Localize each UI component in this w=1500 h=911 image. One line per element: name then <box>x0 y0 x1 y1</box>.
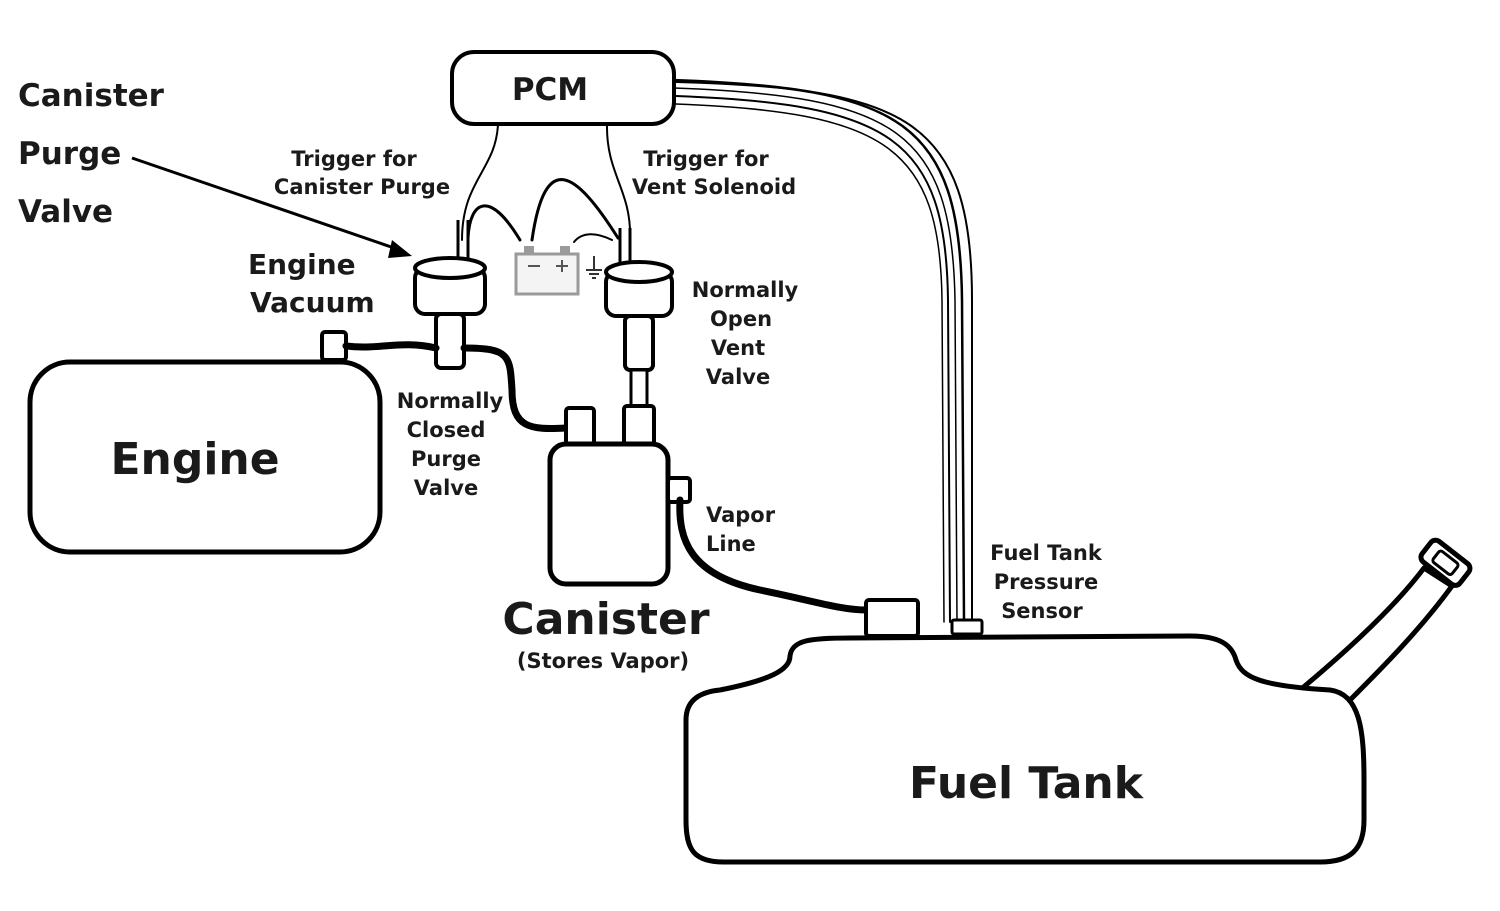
normally-open-line: Valve <box>706 365 770 389</box>
engine-label: Engine <box>110 434 279 485</box>
fuel-tank-label: Fuel Tank <box>909 758 1145 809</box>
normally-open-label: Normally Open Vent Valve <box>692 278 799 389</box>
trigger-vent-line: Vent Solenoid <box>632 175 796 199</box>
vent-control-wire <box>605 123 632 241</box>
vapor-line-label: Vapor Line <box>706 503 776 556</box>
filler-neck <box>1297 565 1455 703</box>
fuel-tank-sensor-label: Fuel Tank Pressure Sensor <box>990 541 1103 623</box>
normally-closed-line: Closed <box>407 418 486 442</box>
tank-pressure-sensor <box>950 618 984 636</box>
trigger-vent-label: Trigger for Vent Solenoid <box>632 147 796 199</box>
trigger-purge-line: Canister Purge <box>274 175 450 199</box>
purge-control-wire <box>461 123 499 241</box>
trigger-purge-line: Trigger for <box>291 147 417 171</box>
sensor-label-line: Fuel Tank <box>990 541 1103 565</box>
normally-open-line: Open <box>710 307 772 331</box>
engine-vacuum-label: Engine Vacuum <box>248 248 375 319</box>
fuel-cap <box>1418 537 1473 588</box>
canister-label: Canister <box>502 594 709 645</box>
vent-valve <box>604 228 674 408</box>
pointer-arrow-icon <box>131 156 412 258</box>
sensor-harness <box>670 78 973 624</box>
normally-open-line: Normally <box>692 278 799 302</box>
pcm-module: PCM <box>450 50 676 126</box>
trigger-purge-label: Trigger for Canister Purge <box>274 147 450 199</box>
vapor-line-text: Line <box>706 532 756 556</box>
normally-closed-line: Normally <box>397 389 504 413</box>
trigger-wires <box>466 178 620 243</box>
canister: Canister (Stores Vapor) <box>502 404 710 673</box>
sensor-label-line: Pressure <box>994 570 1099 594</box>
fuel-tank: Fuel Tank <box>683 537 1473 865</box>
tank-vapor-port <box>864 598 920 638</box>
ground-icon <box>586 256 602 279</box>
engine-block: Engine <box>27 330 383 555</box>
tank-body <box>683 633 1367 865</box>
engine-vacuum-line: Engine <box>248 248 356 281</box>
battery-icon <box>514 246 580 296</box>
normally-open-line: Vent <box>711 336 765 360</box>
purge-valve-title: Canister Purge Valve <box>18 78 165 230</box>
purge-valve-title-line: Purge <box>18 136 121 172</box>
trigger-vent-line: Trigger for <box>643 147 769 171</box>
purge-valve <box>413 220 487 370</box>
purge-valve-title-line: Canister <box>18 78 165 114</box>
vapor-line-text: Vapor <box>706 503 776 527</box>
pcm-label: PCM <box>512 72 588 108</box>
normally-closed-label: Normally Closed Purge Valve <box>397 389 504 500</box>
normally-closed-line: Purge <box>411 447 481 471</box>
normally-closed-line: Valve <box>414 476 478 500</box>
engine-vacuum-line: Vacuum <box>250 286 375 319</box>
purge-valve-title-line: Valve <box>18 194 113 230</box>
sensor-label-line: Sensor <box>1001 599 1083 623</box>
canister-sublabel: (Stores Vapor) <box>517 649 689 673</box>
